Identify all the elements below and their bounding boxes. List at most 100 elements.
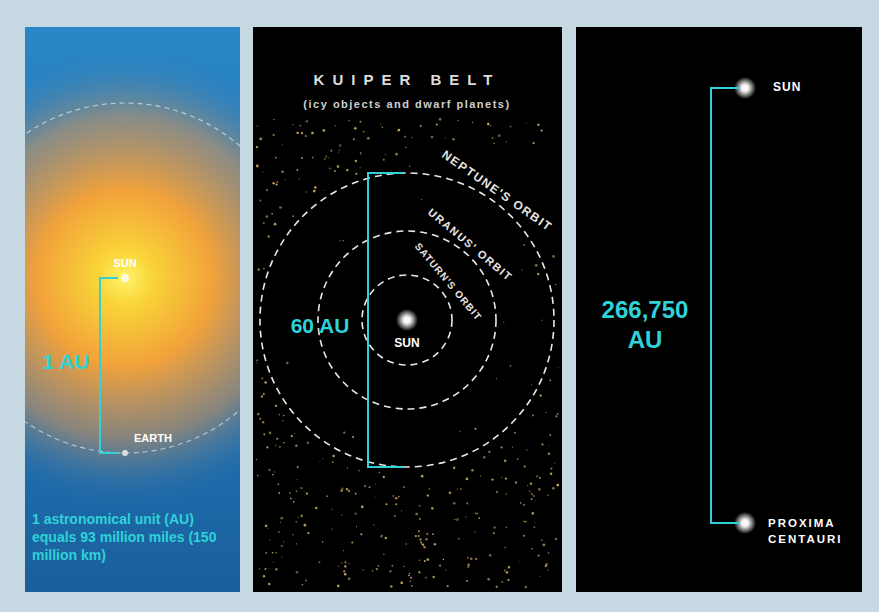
kuiper-dot [549,434,551,436]
kuiper-dot [279,206,282,209]
kuiper-dot [504,459,507,462]
kuiper-dot [379,472,381,474]
kuiper-dot [508,566,511,569]
kuiper-dot [405,543,407,545]
kuiper-dot [426,533,429,536]
kuiper-dot [263,222,265,224]
kuiper-dot [348,120,349,121]
kuiper-dot [269,432,272,435]
kuiper-dot [347,467,348,468]
kuiper-dot [503,322,504,323]
kuiper-dot [531,498,533,500]
kuiper-dot [457,488,458,489]
kuiper-dot [532,142,534,144]
kuiper-dot [477,513,479,515]
kuiper-dot [360,167,361,168]
kuiper-dot [341,562,343,564]
kuiper-dot [501,581,502,582]
kuiper-dot [346,169,348,171]
kuiper-dot [256,459,257,460]
kuiper-dot [339,240,340,241]
kuiper-dot [292,534,294,536]
kuiper-dot [278,414,280,416]
kuiper-dot [262,421,264,423]
kuiper-dot [356,526,357,527]
kuiper-dot [539,394,541,396]
kuiper-dot [385,154,386,155]
kuiper-dot [280,517,283,520]
kuiper-dot [298,517,299,518]
kuiper-dot [466,580,468,582]
kuiper-dot [529,490,531,492]
kuiper-dot [541,320,542,321]
kuiper-dot [471,469,474,472]
kuiper-dot [297,466,299,468]
distance-bracket [100,278,118,453]
kuiper-dot [343,431,345,433]
kuiper-dot [329,168,331,170]
kuiper-dot [517,458,519,460]
kuiper-dot [550,473,552,475]
kuiper-dot [325,156,327,158]
kuiper-dot [419,125,421,127]
kuiper-dot [447,585,449,587]
star-label: PROXIMA CENTAURI [768,516,860,547]
kuiper-dot [299,178,300,179]
kuiper-dot [282,420,283,421]
kuiper-dot [275,568,278,571]
kuiper-dot [428,488,430,490]
kuiper-dot [394,515,396,517]
kuiper-dot [532,415,534,417]
kuiper-dot [300,515,303,518]
kuiper-dot [500,446,502,448]
kuiper-dot [439,118,442,121]
kuiper-dot [498,134,501,137]
kuiper-dot [271,213,273,215]
kuiper-dot [465,516,466,517]
kuiper-dot [523,521,525,523]
kuiper-dot [488,451,490,453]
kuiper-dot [383,159,385,161]
kuiper-dot [295,444,297,446]
kuiper-dot [351,542,353,544]
kuiper-dot [419,560,420,561]
kuiper-dot [375,483,376,484]
kuiper-dot [355,493,357,495]
region-label: KUIPER BELT [314,71,501,89]
earth-label: EARTH [134,432,172,445]
kuiper-dot [520,502,522,504]
kuiper-dot [507,579,509,581]
kuiper-dot [265,552,267,554]
kuiper-dot [261,395,263,397]
kuiper-dot [535,264,538,267]
kuiper-dot [380,124,381,125]
kuiper-dot [299,125,301,127]
kuiper-dot [341,487,343,489]
kuiper-dot [263,575,265,577]
kuiper-dot [532,512,535,515]
kuiper-dot [346,488,348,490]
kuiper-dot [424,560,426,562]
kuiper-dot [342,240,343,241]
kuiper-dot [374,497,375,498]
kuiper-dot [409,166,410,167]
kuiper-dot [385,537,388,540]
orbit-label: NEPTUNE'S ORBIT [439,147,555,234]
kuiper-dot [283,541,284,542]
kuiper-dot [496,586,498,588]
kuiper-dot [534,522,535,523]
kuiper-dot [558,367,559,368]
kuiper-dot [282,556,283,557]
kuiper-dot [411,137,412,138]
kuiper-dot [385,503,387,505]
kuiper-dot [541,443,543,445]
region-sublabel: (icy objects and dwarf planets) [303,98,510,111]
kuiper-dot [445,137,446,138]
kuiper-dot [431,136,434,139]
kuiper-dot [354,513,356,515]
kuiper-dot [490,125,491,126]
kuiper-dot [405,147,407,149]
kuiper-dot [256,360,257,361]
kuiper-dot [380,535,382,537]
kuiper-dot [275,552,276,553]
